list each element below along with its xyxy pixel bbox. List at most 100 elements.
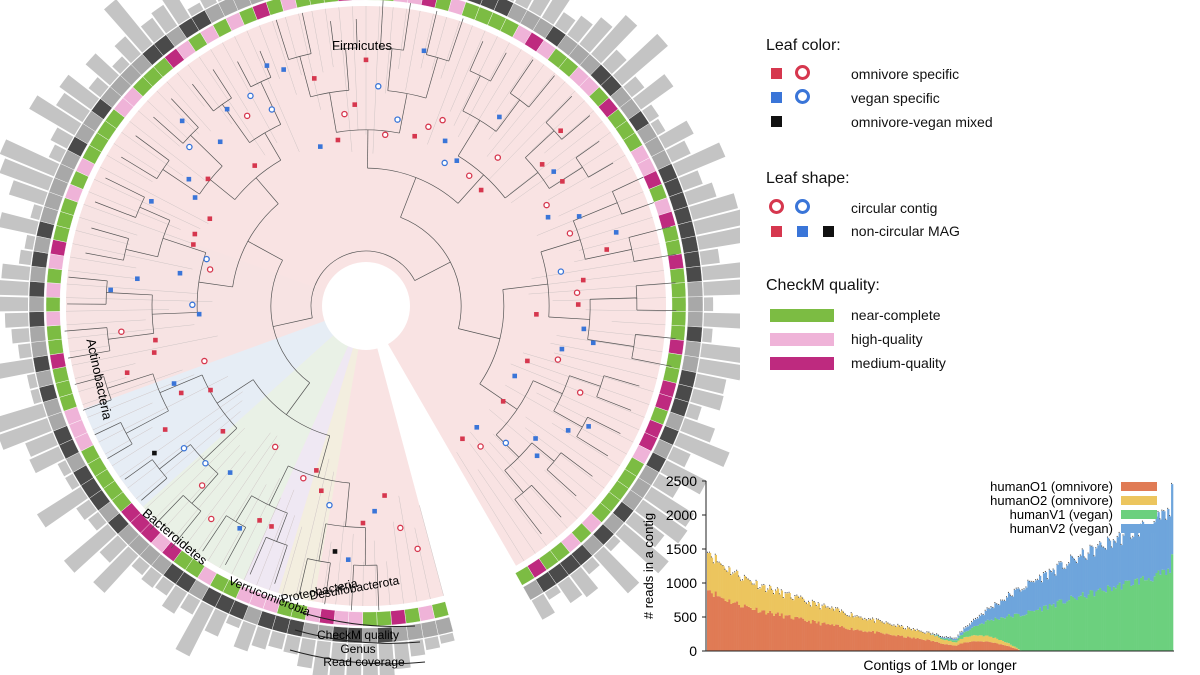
coverage-bar	[697, 358, 740, 381]
chart-bar	[811, 601, 815, 621]
chart-bar	[817, 603, 820, 622]
leaf-guide-line	[522, 352, 654, 392]
chart-top-point	[901, 624, 903, 626]
chart-bar	[895, 636, 898, 651]
chart-bar	[994, 642, 997, 651]
leaf-guide-line	[234, 36, 259, 86]
chart-bar	[957, 637, 960, 641]
chart-bar	[740, 607, 743, 651]
chart-bar	[1042, 605, 1046, 651]
chart-bar	[945, 639, 949, 645]
genus-segment	[28, 281, 46, 298]
chart-top-point	[885, 621, 887, 623]
chart-bar	[973, 635, 976, 642]
checkm-segment	[46, 325, 63, 341]
tree-branch	[210, 179, 236, 200]
leaf-guide-line	[272, 20, 297, 95]
leaf-guide-line	[154, 427, 245, 520]
coverage-bar	[570, 566, 599, 598]
omnivore-ring-icon	[795, 65, 810, 80]
chart-top-point	[728, 566, 730, 568]
clade-sector	[243, 342, 355, 593]
checkm-segment	[393, 0, 409, 4]
chart-top-point	[823, 603, 825, 605]
chart-bar	[875, 631, 879, 651]
chart-bar	[967, 636, 970, 643]
chart-bar	[1105, 549, 1108, 593]
x-axis-label: Contigs of 1Mb or longer	[863, 657, 1017, 673]
chart-bar	[788, 615, 791, 651]
leaf-guide-line	[78, 377, 127, 392]
chart-top-point	[893, 624, 895, 626]
coverage-bar	[635, 499, 688, 544]
y-tick-label: 2500	[666, 473, 697, 489]
leaf-guide-line	[156, 90, 200, 135]
leaf-guide-line	[166, 81, 212, 132]
chart-bar	[1147, 578, 1150, 651]
genus-segment	[480, 0, 499, 11]
circular-contig-leaf	[203, 255, 210, 263]
leaf-guide-line	[74, 363, 136, 379]
chart-top-point	[722, 565, 724, 567]
chart-top-point	[747, 578, 749, 580]
leaf-guide-line	[372, 6, 380, 154]
mag-leaf	[460, 436, 465, 442]
tree-branch	[237, 61, 252, 88]
chart-bar	[722, 598, 725, 651]
chart-bar	[998, 605, 1001, 620]
leaf-guide-line	[556, 335, 663, 353]
chart-bar	[1009, 644, 1013, 648]
chart-top-point	[856, 615, 858, 617]
chart-bar	[1101, 546, 1104, 591]
chart-top-point	[837, 607, 839, 609]
chart-bar	[1009, 616, 1013, 645]
chart-bar	[734, 602, 737, 651]
chart-bar	[817, 621, 820, 651]
coverage-bar	[217, 0, 223, 2]
checkm-segment	[49, 352, 67, 370]
checkm-segment	[333, 610, 350, 626]
coverage-bar	[424, 636, 441, 651]
chart-bar	[918, 638, 921, 651]
chart-top-point	[774, 589, 776, 591]
tree-branch	[276, 512, 288, 542]
legend-swatch	[1121, 510, 1157, 519]
chart-bar	[1035, 580, 1038, 611]
coverage-bar	[557, 576, 583, 604]
circular-contig-leaf	[208, 515, 215, 523]
chart-bar	[1000, 617, 1003, 640]
chart-bar	[1072, 596, 1075, 651]
chart-top-point	[757, 587, 759, 589]
chart-bar	[920, 631, 923, 640]
tree-branch	[510, 92, 530, 108]
chart-bar	[1040, 611, 1044, 651]
chart-bar	[971, 635, 974, 642]
chart-bar	[1147, 525, 1150, 579]
mag-leaf	[421, 48, 427, 54]
leaf-guide-line	[121, 132, 184, 177]
mag-leaf	[454, 158, 460, 163]
chart-bar	[1081, 549, 1084, 593]
chart-top-point	[1060, 561, 1062, 563]
chart-top-point	[1169, 515, 1171, 517]
mag-leaf	[539, 162, 545, 167]
chart-bar	[720, 564, 723, 598]
chart-bar	[1163, 569, 1166, 651]
chart-bar	[922, 639, 925, 651]
chart-bar	[1167, 509, 1170, 569]
chart-bar	[1153, 522, 1156, 577]
chart-bar	[804, 602, 807, 621]
chart-bar	[1112, 586, 1116, 651]
mag-leaf	[208, 387, 213, 393]
coverage-bar	[604, 535, 621, 552]
chart-bar	[1025, 614, 1028, 651]
chart-top-point	[852, 616, 854, 618]
leaf-guide-line	[113, 143, 160, 174]
chart-bar	[1101, 590, 1104, 651]
chart-bar	[1155, 516, 1158, 574]
circular-contig-leaf	[186, 143, 193, 151]
chart-bar	[864, 631, 867, 651]
chart-top-point	[881, 621, 883, 623]
chart-bar	[780, 590, 784, 614]
mag-leaf	[177, 270, 183, 276]
